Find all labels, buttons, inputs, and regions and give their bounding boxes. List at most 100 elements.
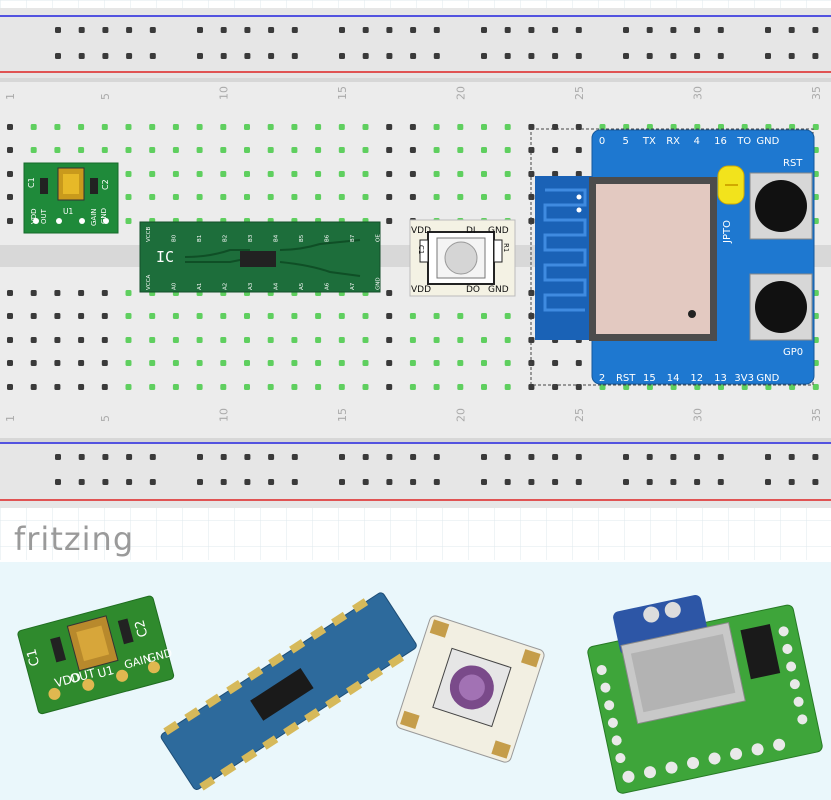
breadboard-hole[interactable]: [244, 337, 250, 343]
breadboard-hole[interactable]: [125, 313, 132, 319]
rail-hole[interactable]: [694, 454, 701, 460]
rail-hole[interactable]: [102, 479, 109, 485]
breadboard-hole[interactable]: [220, 337, 227, 343]
breadboard-hole[interactable]: [172, 360, 179, 366]
breadboard-hole[interactable]: [362, 313, 369, 319]
breadboard-hole[interactable]: [575, 171, 582, 177]
breadboard-hole[interactable]: [78, 360, 85, 366]
breadboard-hole[interactable]: [433, 384, 440, 390]
rail-hole[interactable]: [149, 53, 156, 59]
rail-hole[interactable]: [788, 479, 795, 485]
breadboard-hole[interactable]: [315, 171, 322, 177]
rail-hole[interactable]: [717, 479, 724, 485]
rail-hole[interactable]: [670, 53, 677, 59]
rail-hole[interactable]: [481, 454, 487, 460]
rail-hole[interactable]: [386, 27, 393, 33]
breadboard-hole[interactable]: [7, 218, 13, 224]
rail-hole[interactable]: [244, 454, 251, 460]
rail-hole[interactable]: [717, 53, 724, 59]
breadboard-hole[interactable]: [244, 124, 250, 130]
breadboard-hole[interactable]: [7, 171, 13, 177]
rail-hole[interactable]: [339, 27, 345, 33]
breadboard-hole[interactable]: [244, 194, 250, 200]
breadboard-hole[interactable]: [457, 194, 464, 200]
rail-hole[interactable]: [575, 479, 582, 485]
breadboard-hole[interactable]: [409, 147, 416, 153]
breadboard-hole[interactable]: [149, 147, 156, 153]
rail-hole[interactable]: [102, 454, 109, 460]
rail-hole[interactable]: [197, 479, 203, 485]
rail-hole[interactable]: [552, 53, 559, 59]
breadboard-hole[interactable]: [433, 171, 440, 177]
rail-hole[interactable]: [623, 479, 629, 485]
rail-hole[interactable]: [812, 454, 819, 460]
breadboard-hole[interactable]: [291, 147, 298, 153]
breadboard-hole[interactable]: [386, 290, 393, 296]
breadboard-hole[interactable]: [7, 384, 13, 390]
breadboard-hole[interactable]: [7, 194, 13, 200]
breadboard-hole[interactable]: [149, 171, 156, 177]
breadboard-hole[interactable]: [433, 360, 440, 366]
breadboard-hole[interactable]: [409, 360, 416, 366]
rail-hole[interactable]: [149, 454, 156, 460]
rail-hole[interactable]: [575, 454, 582, 460]
rail-hole[interactable]: [646, 53, 653, 59]
breadboard-hole[interactable]: [149, 360, 156, 366]
breadboard-hole[interactable]: [457, 124, 464, 130]
breadboard-hole[interactable]: [528, 313, 535, 319]
rail-hole[interactable]: [623, 27, 629, 33]
rail-hole[interactable]: [78, 479, 85, 485]
rail-hole[interactable]: [197, 454, 203, 460]
breadboard-hole[interactable]: [149, 384, 156, 390]
rail-hole[interactable]: [694, 53, 701, 59]
breadboard-hole[interactable]: [433, 147, 440, 153]
rail-hole[interactable]: [126, 53, 133, 59]
breadboard-hole[interactable]: [54, 147, 61, 153]
rail-hole[interactable]: [55, 454, 61, 460]
rail-hole[interactable]: [670, 27, 677, 33]
breadboard-hole[interactable]: [101, 290, 108, 296]
rail-hole[interactable]: [268, 27, 275, 33]
rail-hole[interactable]: [552, 454, 559, 460]
breadboard-hole[interactable]: [504, 147, 511, 153]
breadboard-hole[interactable]: [528, 384, 535, 390]
rail-hole[interactable]: [197, 53, 203, 59]
breadboard-hole[interactable]: [78, 384, 85, 390]
rail-hole[interactable]: [244, 27, 251, 33]
breadboard-hole[interactable]: [54, 384, 61, 390]
rail-hole[interactable]: [433, 53, 440, 59]
breadboard-hole[interactable]: [409, 313, 416, 319]
breadboard-hole[interactable]: [481, 360, 487, 366]
rail-hole[interactable]: [78, 454, 85, 460]
breadboard-hole[interactable]: [291, 171, 298, 177]
breadboard-hole[interactable]: [7, 124, 13, 130]
breadboard-hole[interactable]: [291, 313, 298, 319]
rail-hole[interactable]: [623, 454, 629, 460]
rail-hole[interactable]: [765, 53, 771, 59]
rail-hole[interactable]: [528, 27, 535, 33]
breadboard-hole[interactable]: [30, 290, 37, 296]
breadboard-hole[interactable]: [338, 171, 345, 177]
breadboard-hole[interactable]: [457, 313, 464, 319]
breadboard-hole[interactable]: [196, 124, 203, 130]
rail-hole[interactable]: [386, 454, 393, 460]
breadboard-hole[interactable]: [30, 337, 37, 343]
breadboard-hole[interactable]: [125, 147, 132, 153]
rail-hole[interactable]: [410, 454, 417, 460]
breadboard-hole[interactable]: [552, 171, 559, 177]
breadboard-hole[interactable]: [552, 360, 559, 366]
breadboard-hole[interactable]: [267, 313, 274, 319]
breadboard-hole[interactable]: [338, 384, 345, 390]
breadboard-hole[interactable]: [575, 360, 582, 366]
breadboard-hole[interactable]: [101, 124, 108, 130]
rail-hole[interactable]: [812, 479, 819, 485]
rail-hole[interactable]: [149, 27, 156, 33]
breadboard-hole[interactable]: [433, 337, 440, 343]
breadboard-hole[interactable]: [504, 194, 511, 200]
rail-hole[interactable]: [433, 454, 440, 460]
rail-hole[interactable]: [362, 479, 369, 485]
breadboard-hole[interactable]: [125, 218, 132, 224]
breadboard-hole[interactable]: [244, 147, 250, 153]
rail-hole[interactable]: [646, 27, 653, 33]
breadboard-hole[interactable]: [30, 313, 37, 319]
